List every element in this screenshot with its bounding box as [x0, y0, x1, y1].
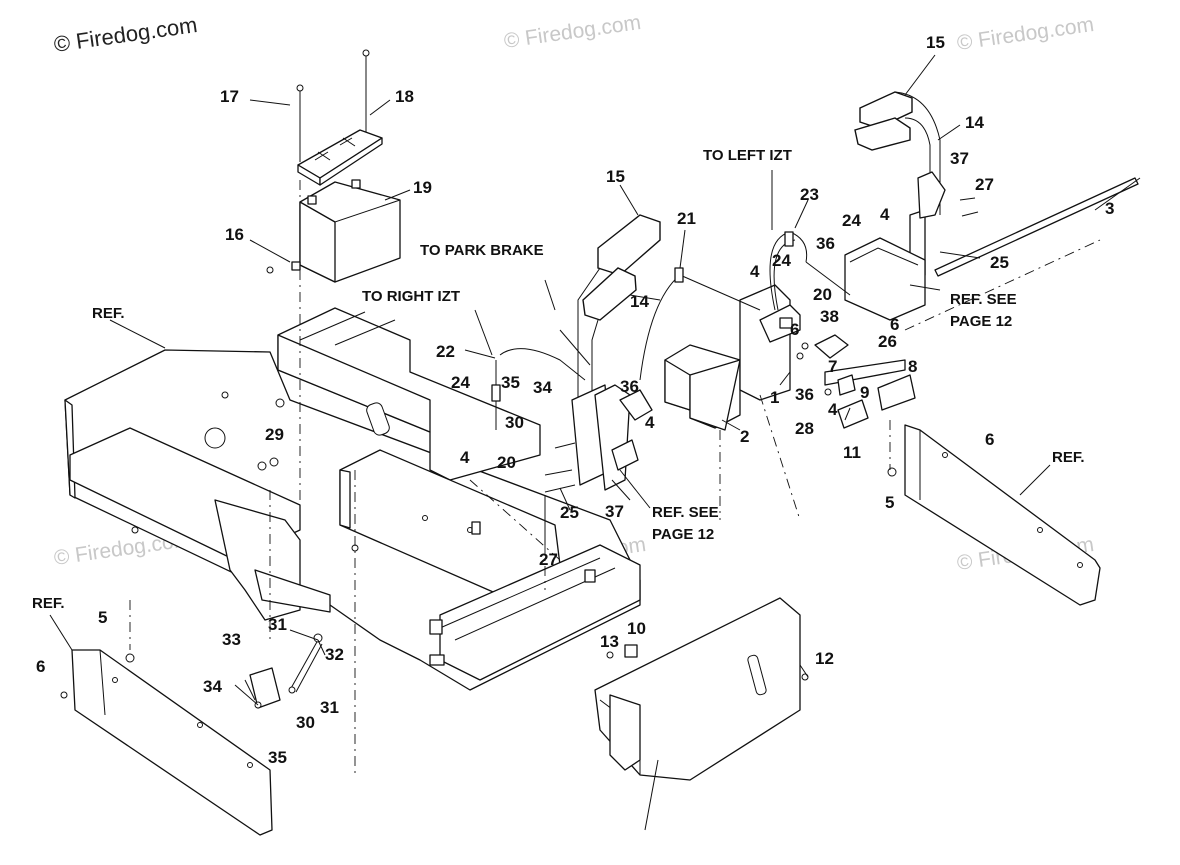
callout-6-a: 6 [890, 315, 899, 334]
right-side-panel [887, 424, 1101, 606]
callout-5-left: 5 [98, 608, 107, 627]
callout-23: 23 [800, 185, 819, 204]
callout-32: 32 [325, 645, 344, 664]
note-to-park-brake: TO PARK BRAKE [420, 242, 544, 259]
callout-16: 16 [225, 225, 244, 244]
callout-24-right: 24 [842, 211, 861, 230]
callout-20-b: 20 [497, 453, 516, 472]
callout-27-right: 27 [975, 175, 994, 194]
callout-4-d: 4 [645, 413, 655, 432]
callout-9: 9 [860, 383, 869, 402]
callout-24-left: 24 [451, 373, 470, 392]
callout-28: 28 [795, 419, 814, 438]
note-ref-see-center-line1: REF. SEE [652, 504, 719, 521]
text-notes: TO LEFT IZT TO PARK BRAKE TO RIGHT IZT R… [32, 147, 1085, 612]
callout-2: 2 [740, 427, 749, 446]
callout-4-c: 4 [828, 400, 838, 419]
note-ref-see-center-line2: PAGE 12 [652, 526, 714, 543]
callout-35-lower: 35 [268, 748, 287, 767]
callout-14-right: 14 [965, 113, 984, 132]
callout-31-upper: 31 [268, 615, 287, 634]
callout-6-b: 6 [790, 320, 799, 339]
watermark-brand: © Firedog.com [52, 12, 199, 57]
callout-labels: 17 18 19 16 15 15 14 14 21 22 23 24 24 2… [36, 33, 1114, 767]
note-ref-left-panel: REF. [32, 595, 65, 612]
callout-4-a: 4 [880, 205, 890, 224]
center-control-assembly [544, 214, 661, 493]
callout-4-e: 4 [460, 448, 470, 467]
note-to-right-izt: TO RIGHT IZT [362, 288, 460, 305]
callout-29: 29 [265, 425, 284, 444]
callout-30-lower: 30 [296, 713, 315, 732]
callout-13: 13 [600, 632, 619, 651]
callout-34-upper: 34 [533, 378, 552, 397]
pivot-assembly [249, 266, 323, 709]
callout-18: 18 [395, 87, 414, 106]
callout-5-right: 5 [885, 493, 894, 512]
callout-6-c: 6 [985, 430, 994, 449]
callout-33: 33 [222, 630, 241, 649]
callout-10: 10 [627, 619, 646, 638]
note-ref-right-panel: REF. [1052, 449, 1085, 466]
callout-36-c: 36 [620, 377, 639, 396]
callout-11: 11 [843, 443, 861, 462]
callout-8: 8 [908, 357, 917, 376]
callout-25-center: 25 [560, 503, 579, 522]
leader-lines [49, 54, 1141, 831]
note-ref-frame: REF. [92, 305, 125, 322]
callout-36-a: 36 [816, 234, 835, 253]
callout-37-right: 37 [950, 149, 969, 168]
callout-38: 38 [820, 307, 839, 326]
callout-27-center: 27 [539, 550, 558, 569]
callout-22: 22 [436, 342, 455, 361]
battery-assembly [291, 49, 401, 283]
callout-15-right: 15 [926, 33, 945, 52]
callout-15-center: 15 [606, 167, 625, 186]
callout-1: 1 [770, 388, 779, 407]
callout-12: 12 [815, 649, 834, 668]
callout-17: 17 [220, 87, 239, 106]
callout-36-b: 36 [795, 385, 814, 404]
callout-6-d: 6 [36, 657, 45, 676]
callout-26: 26 [878, 332, 897, 351]
callout-21: 21 [677, 209, 696, 228]
callout-4-b: 4 [750, 262, 760, 281]
watermark-top-right: © Firedog.com [955, 13, 1095, 55]
callout-31-lower: 31 [320, 698, 339, 717]
note-to-left-izt: TO LEFT IZT [703, 147, 792, 164]
callout-14-center: 14 [630, 292, 649, 311]
watermark-top-center: © Firedog.com [502, 11, 642, 53]
note-ref-see-right-line2: PAGE 12 [950, 313, 1012, 330]
right-control-assembly [844, 91, 1139, 321]
callout-7: 7 [828, 357, 837, 376]
front-plate [594, 597, 809, 781]
callout-35-upper: 35 [501, 373, 520, 392]
alignment-lines [129, 180, 1101, 775]
callout-24-mid: 24 [772, 251, 791, 270]
cables [491, 231, 851, 430]
control-brackets [664, 284, 916, 431]
callout-25-right: 25 [990, 253, 1009, 272]
callout-30-upper: 30 [505, 413, 524, 432]
callout-19: 19 [413, 178, 432, 197]
callout-20-a: 20 [813, 285, 832, 304]
note-ref-see-right-line1: REF. SEE [950, 291, 1017, 308]
main-frame [64, 307, 641, 691]
callout-34-lower: 34 [203, 677, 222, 696]
callout-3: 3 [1105, 199, 1114, 218]
callout-37-center: 37 [605, 502, 624, 521]
left-side-panel [60, 649, 273, 836]
